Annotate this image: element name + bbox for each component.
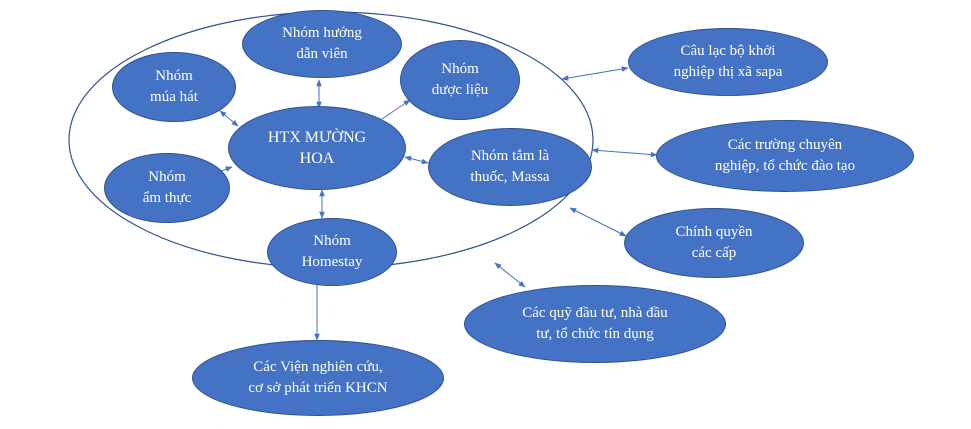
node-research-institutes-line1: Các Viện nghiên cứu, <box>253 359 383 375</box>
node-cuisine-group-line2: ẩm thực <box>142 190 192 206</box>
connector-center-dance-group <box>219 110 239 127</box>
center-node-label-line2: HOA <box>299 150 335 167</box>
node-bath-massage-group-line2: thuốc, Massa <box>470 169 550 185</box>
node-vocational-schools-line1: Các trường chuyên <box>727 137 843 153</box>
node-investment-funds: Các quỹ đầu tư, nhà đầu tư, tổ chức tín … <box>464 285 726 363</box>
node-cuisine-group-line1: Nhóm <box>148 169 186 185</box>
node-startup-club: Câu lạc bộ khởi nghiệp thị xã sapa <box>628 28 828 96</box>
node-homestay-group: Nhóm Homestay <box>267 218 397 286</box>
connector-center-bath-group <box>404 155 429 165</box>
connector-boundary-investment-funds <box>494 262 526 288</box>
node-dance-group-line1: Nhóm <box>155 68 193 84</box>
node-guide-group: Nhóm hướng dẫn viên <box>242 10 402 78</box>
node-startup-club-line2: nghiệp thị xã sapa <box>673 64 783 80</box>
node-homestay-group-line1: Nhóm <box>313 233 351 249</box>
node-guide-group-line1: Nhóm hướng <box>282 25 362 41</box>
connector-center-herb-group <box>381 99 411 120</box>
connector-boundary-schools <box>591 147 658 158</box>
node-investment-funds-line2: tư, tổ chức tín dụng <box>536 326 654 342</box>
center-node-label-line1: HTX MƯỜNG <box>267 129 367 146</box>
node-guide-group-line2: dẫn viên <box>296 46 348 62</box>
node-research-institutes: Các Viện nghiên cứu, cơ sở phát triển KH… <box>192 340 444 416</box>
node-government-line1: Chính quyền <box>675 224 753 240</box>
node-bath-massage-group: Nhóm tắm là thuốc, Massa <box>428 128 592 206</box>
center-node-htx-muong-hoa: HTX MƯỜNG HOA <box>228 106 406 190</box>
node-herb-group-line2: dược liệu <box>431 82 489 98</box>
node-research-institutes-line2: cơ sở phát triển KHCN <box>248 380 388 396</box>
node-dance-group: Nhóm múa hát <box>112 52 236 122</box>
node-herb-group: Nhóm dược liệu <box>400 40 520 120</box>
node-dance-group-line2: múa hát <box>150 89 198 105</box>
node-government: Chính quyền các cấp <box>624 208 804 278</box>
node-homestay-group-line2: Homestay <box>301 254 363 270</box>
node-vocational-schools: Các trường chuyên nghiệp, tổ chức đào tạ… <box>656 120 914 192</box>
connector-boundary-government <box>569 207 627 237</box>
node-government-line2: các cấp <box>691 245 737 261</box>
node-herb-group-line1: Nhóm <box>441 61 479 77</box>
node-vocational-schools-line2: nghiệp, tổ chức đào tạo <box>714 158 856 174</box>
node-startup-club-line1: Câu lạc bộ khởi <box>680 43 776 59</box>
node-bath-massage-group-line1: Nhóm tắm là <box>470 148 550 164</box>
node-cuisine-group: Nhóm ẩm thực <box>104 153 230 223</box>
node-investment-funds-line1: Các quỹ đầu tư, nhà đầu <box>522 305 668 321</box>
connector-boundary-startup-club <box>561 66 629 81</box>
